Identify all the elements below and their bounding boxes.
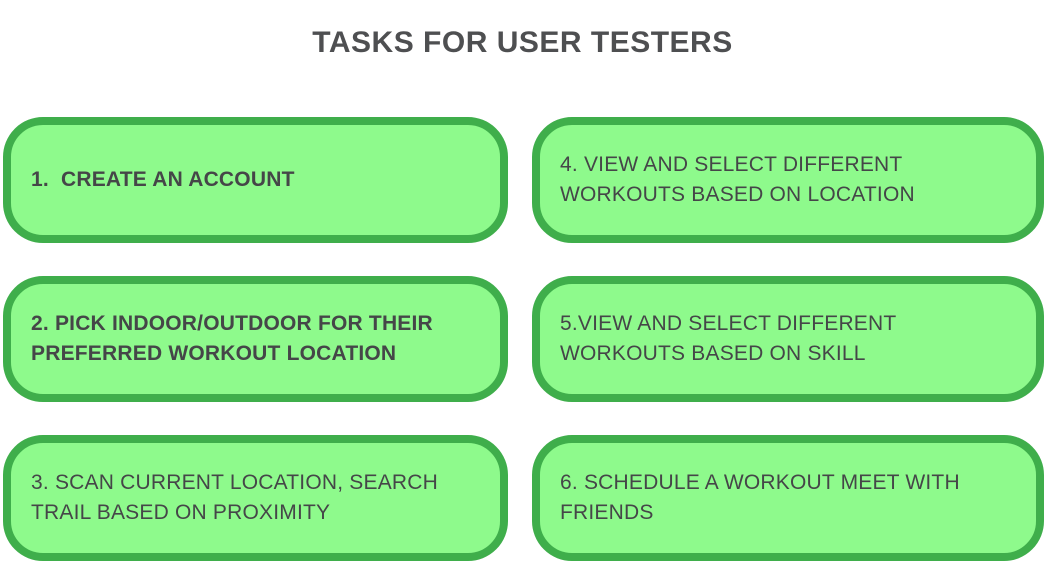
task-card-2: 2. PICK INDOOR/OUTDOOR FOR THEIR PREFERR…: [3, 276, 508, 402]
task-card-4-label: 4. VIEW AND SELECT DIFFERENT WORKOUTS BA…: [560, 152, 915, 206]
task-card-2-label: 2. PICK INDOOR/OUTDOOR FOR THEIR PREFERR…: [31, 311, 433, 365]
task-card-3-label: 3. SCAN CURRENT LOCATION, SEARCH TRAIL B…: [31, 470, 439, 524]
task-card-6: 6. SCHEDULE A WORKOUT MEET WITH FRIENDS: [532, 435, 1044, 561]
task-card-4: 4. VIEW AND SELECT DIFFERENT WORKOUTS BA…: [532, 117, 1044, 243]
page-title: TASKS FOR USER TESTERS: [312, 26, 733, 59]
task-card-6-label: 6. SCHEDULE A WORKOUT MEET WITH FRIENDS: [560, 470, 960, 524]
task-card-5-label: 5.VIEW AND SELECT DIFFERENT WORKOUTS BAS…: [560, 311, 897, 365]
task-card-1: 1. CREATE AN ACCOUNT: [3, 117, 508, 243]
task-card-3: 3. SCAN CURRENT LOCATION, SEARCH TRAIL B…: [3, 435, 508, 561]
task-grid: 1. CREATE AN ACCOUNT 2. PICK INDOOR/OUTD…: [3, 117, 1044, 561]
task-card-1-label: 1. CREATE AN ACCOUNT: [31, 167, 295, 191]
task-card-5: 5.VIEW AND SELECT DIFFERENT WORKOUTS BAS…: [532, 276, 1044, 402]
